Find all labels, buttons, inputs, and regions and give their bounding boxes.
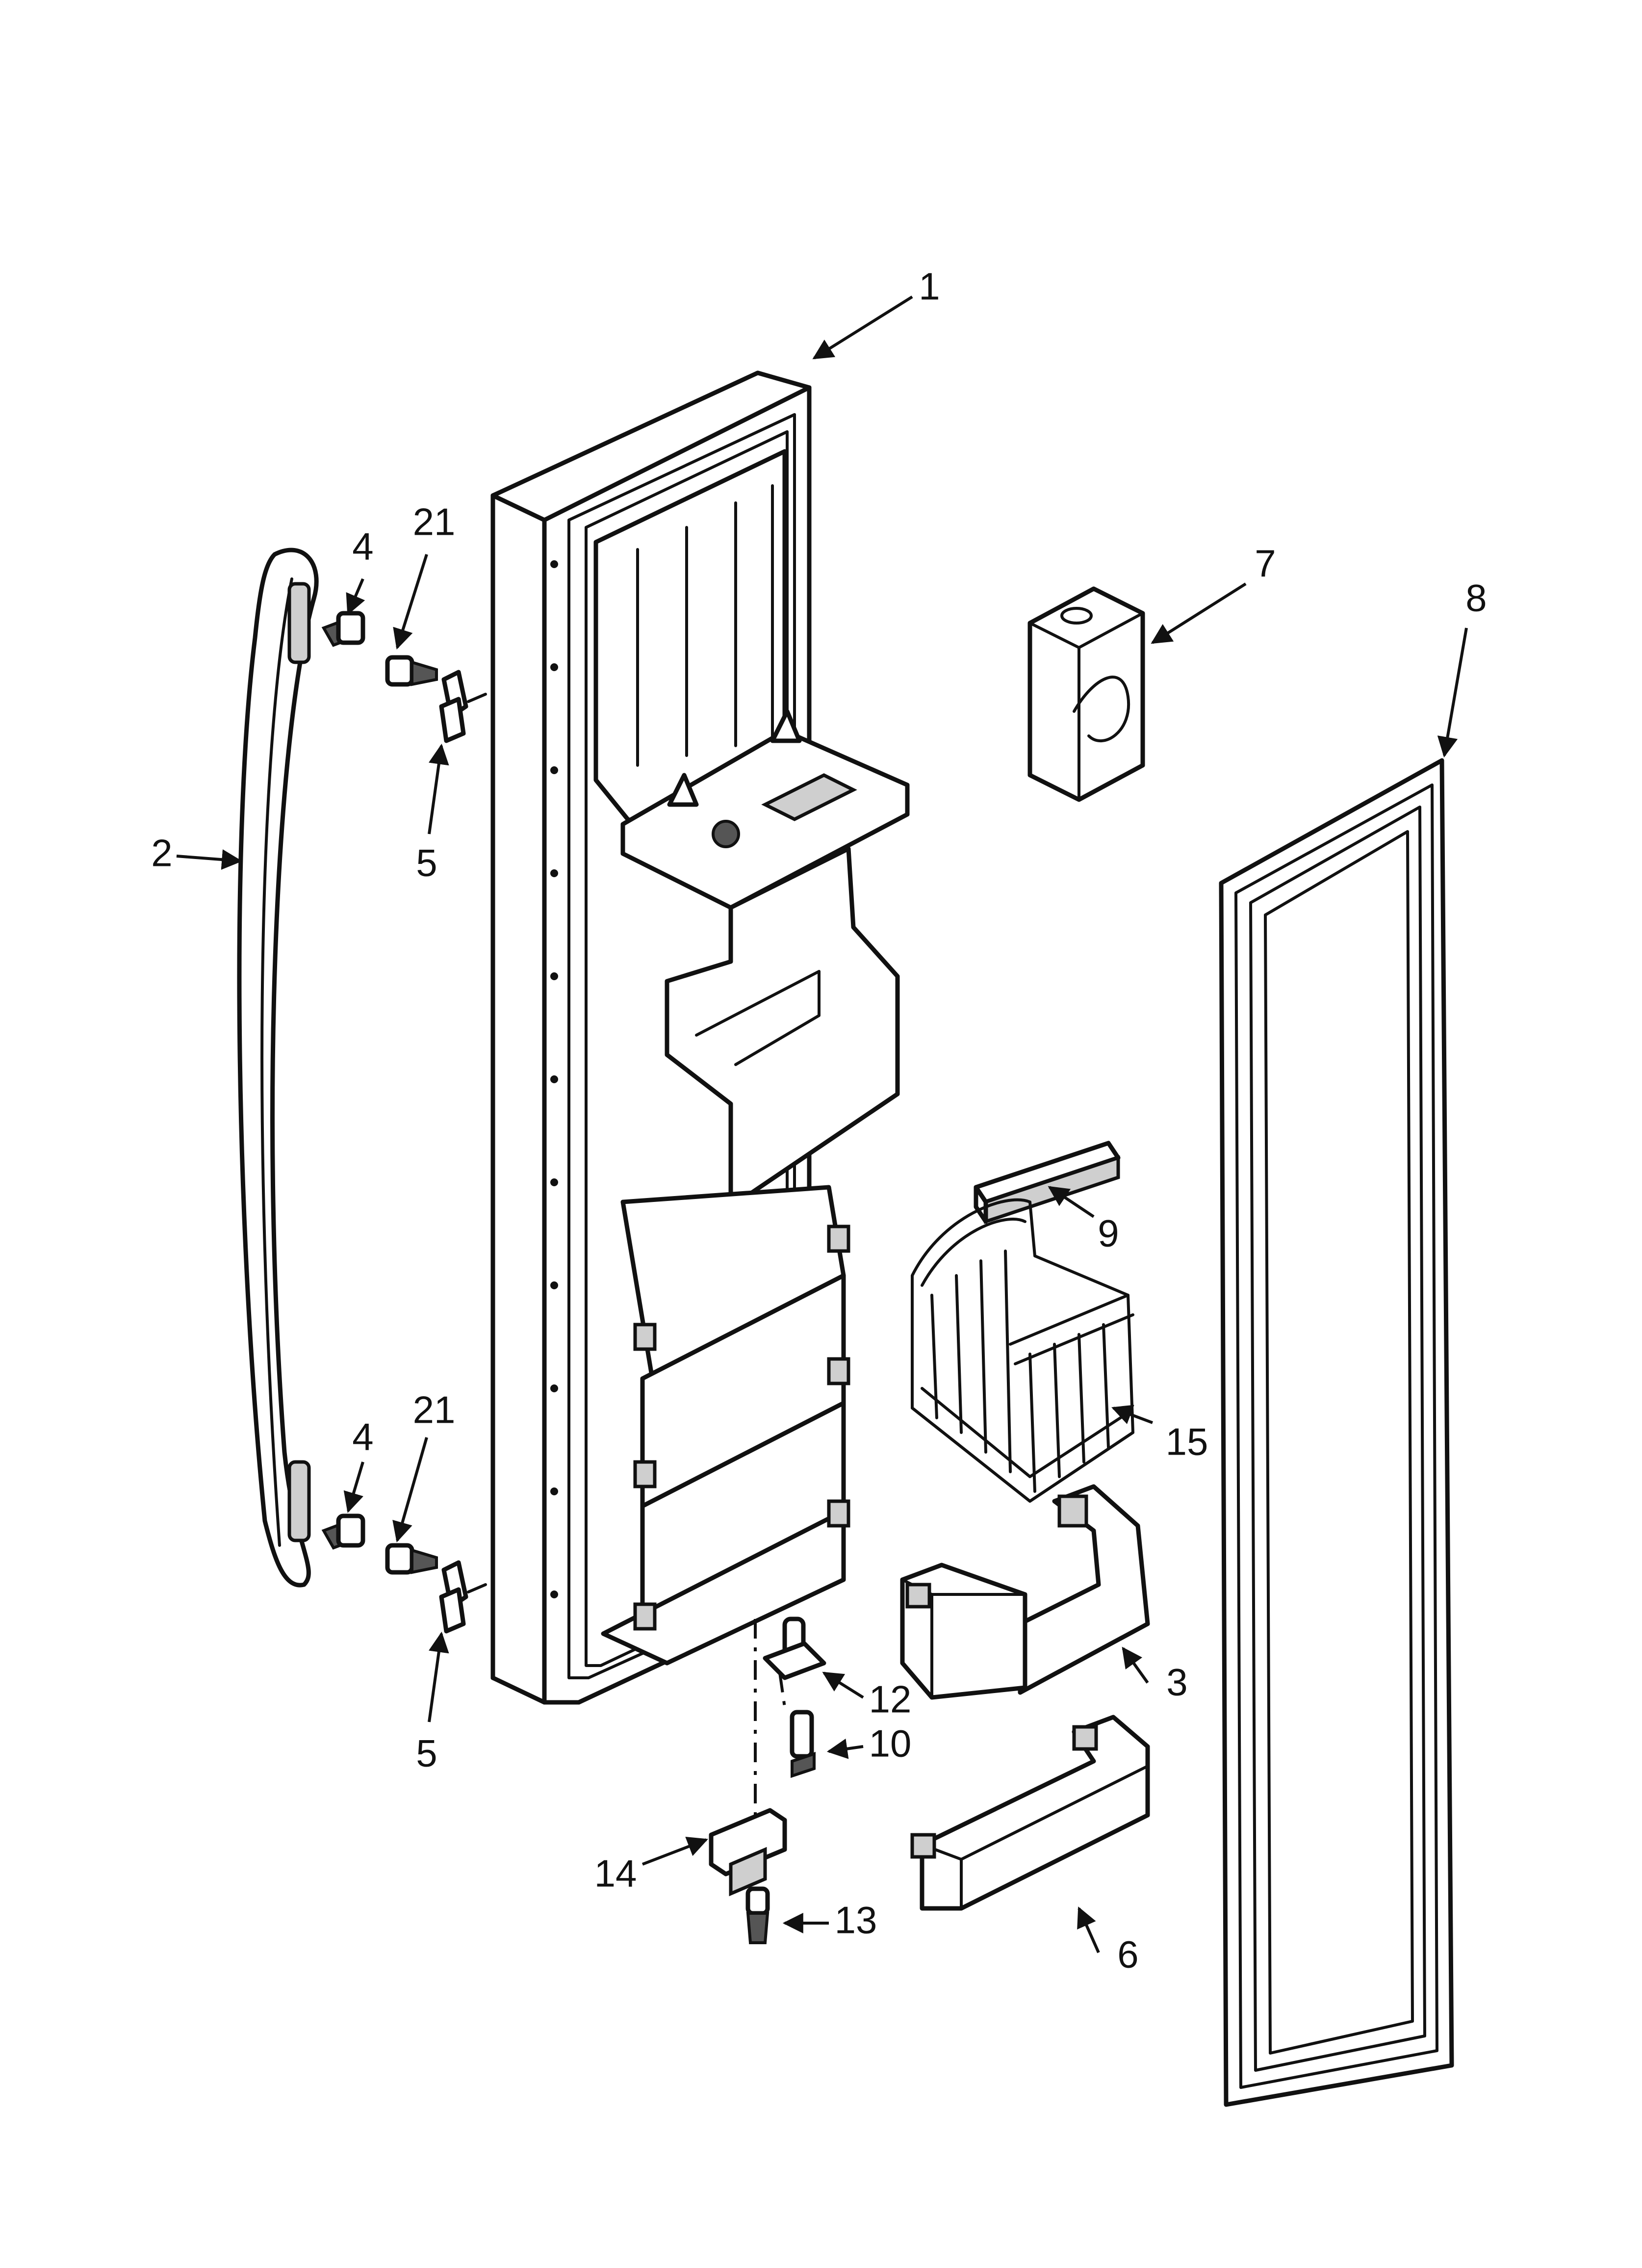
callout-9: 9 (1098, 1212, 1119, 1255)
upper-handle-clip (439, 670, 468, 743)
filter-cover (1027, 586, 1145, 802)
callout-14: 14 (594, 1852, 637, 1895)
callout-10: 10 (869, 1722, 912, 1765)
lower-mounting-screw (385, 1543, 438, 1575)
lower-handle-clip (439, 1560, 468, 1634)
callout-7: 7 (1255, 542, 1276, 585)
door-handle (237, 547, 319, 1588)
callout-6: 6 (1117, 1933, 1138, 1976)
bin-rail (974, 1141, 1121, 1224)
door-rivets (550, 560, 558, 1598)
callout-1: 1 (919, 265, 940, 308)
small-door-bin (910, 1715, 1150, 1911)
hinge-pin-bracket (763, 1616, 826, 1680)
lower-handle-screw (321, 1513, 365, 1550)
door-gasket (1219, 758, 1454, 2107)
callout-labels: 1 2 3 4 4 5 5 6 7 8 9 10 12 13 14 15 21 … (151, 265, 1487, 1976)
leader-lines (176, 295, 1468, 1954)
callout-8: 8 (1465, 576, 1487, 620)
callout-12: 12 (869, 1678, 912, 1721)
callout-21-lower: 21 (413, 1388, 456, 1432)
hinge-mounting-screw (745, 1886, 770, 1944)
callout-21-upper: 21 (413, 500, 456, 544)
door-panel (490, 370, 910, 1705)
callout-4-upper: 4 (352, 525, 373, 568)
callout-4-lower: 4 (352, 1415, 373, 1459)
door-bins (601, 1185, 850, 1666)
upper-handle-screw (321, 611, 365, 647)
upper-mounting-screw (385, 655, 438, 687)
callout-13: 13 (835, 1899, 877, 1942)
callout-5-upper: 5 (416, 841, 437, 885)
callout-15: 15 (1166, 1420, 1208, 1463)
hinge-screw (790, 1710, 816, 1778)
callout-3: 3 (1166, 1661, 1187, 1704)
callout-2: 2 (151, 832, 172, 875)
callout-5-lower: 5 (416, 1732, 437, 1775)
wire-basket (911, 1198, 1134, 1503)
lower-door-bin (900, 1484, 1150, 1700)
lower-hinge (709, 1808, 787, 1897)
